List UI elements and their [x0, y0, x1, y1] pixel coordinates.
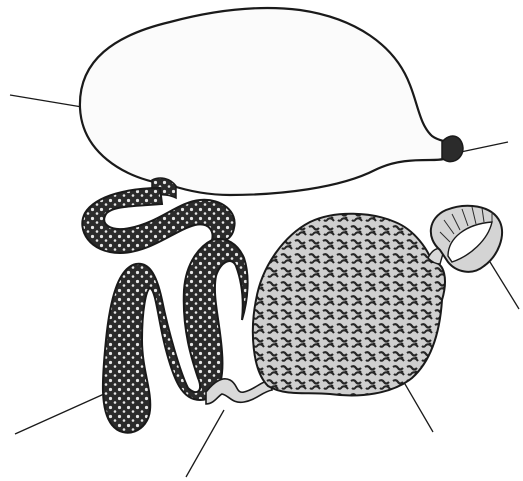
bladder-sac [80, 8, 455, 195]
leader-line-connecting-duct [186, 410, 224, 477]
connecting-duct [206, 379, 272, 404]
leader-line-bladder-neck [456, 142, 508, 153]
gland-mass [253, 214, 445, 396]
leader-line-cap [490, 262, 519, 309]
convoluted-duct-lower [103, 239, 248, 433]
leader-line-convoluted-duct [15, 394, 104, 434]
bladder-neck-knob [442, 136, 463, 162]
